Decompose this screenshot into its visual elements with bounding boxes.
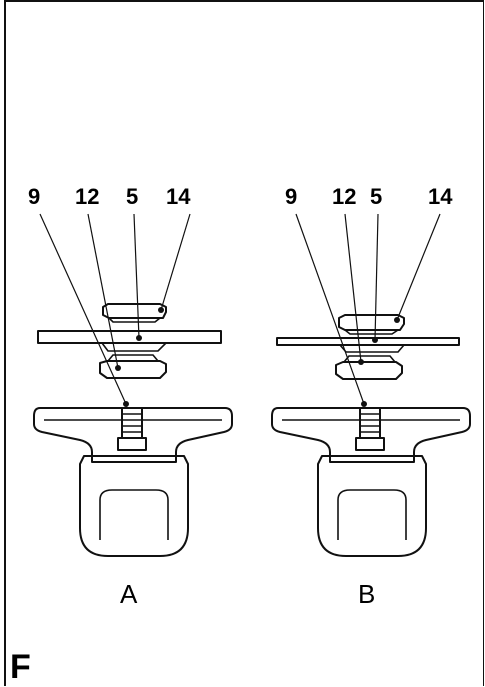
- callout-a-12: 12: [75, 184, 99, 209]
- variant-label-a: A: [120, 579, 138, 609]
- variant-label-b: B: [358, 579, 375, 609]
- callout-b-14: 14: [428, 184, 453, 209]
- disc-a: [37, 330, 222, 344]
- upper-flange-b: [338, 314, 405, 331]
- spindle-thread-a: [121, 407, 143, 439]
- disc-b: [276, 337, 460, 346]
- lower-flange-b: [335, 361, 403, 380]
- leader-a-12: [87, 213, 119, 369]
- leader-b-14: [396, 213, 441, 321]
- callout-a-14: 14: [166, 184, 191, 209]
- callout-a-9: 9: [28, 184, 40, 209]
- leader-a-9: [39, 213, 127, 405]
- figure-frame: [4, 0, 484, 686]
- callout-b-9: 9: [285, 184, 297, 209]
- variant-a-assembly: 9 12 5 14 A: [28, 184, 233, 609]
- leader-b-9: [295, 213, 365, 405]
- upper-flange-a: [102, 303, 167, 319]
- lower-flange-a: [99, 360, 167, 379]
- leader-b-12: [344, 213, 362, 363]
- spindle-nut-a: [117, 437, 147, 451]
- figure-label: F: [10, 648, 31, 686]
- callout-b-5: 5: [370, 184, 382, 209]
- motor-housing-a: [79, 455, 189, 557]
- leader-a-5: [133, 213, 140, 339]
- leader-b-5: [374, 213, 379, 341]
- spindle-thread-b: [359, 407, 381, 439]
- callout-a-5: 5: [126, 184, 138, 209]
- variant-b-assembly: 9 12 5 14 B: [271, 184, 471, 609]
- spindle-nut-b: [355, 437, 385, 451]
- callout-b-12: 12: [332, 184, 356, 209]
- motor-housing-b: [317, 455, 427, 557]
- leader-a-14: [160, 213, 191, 311]
